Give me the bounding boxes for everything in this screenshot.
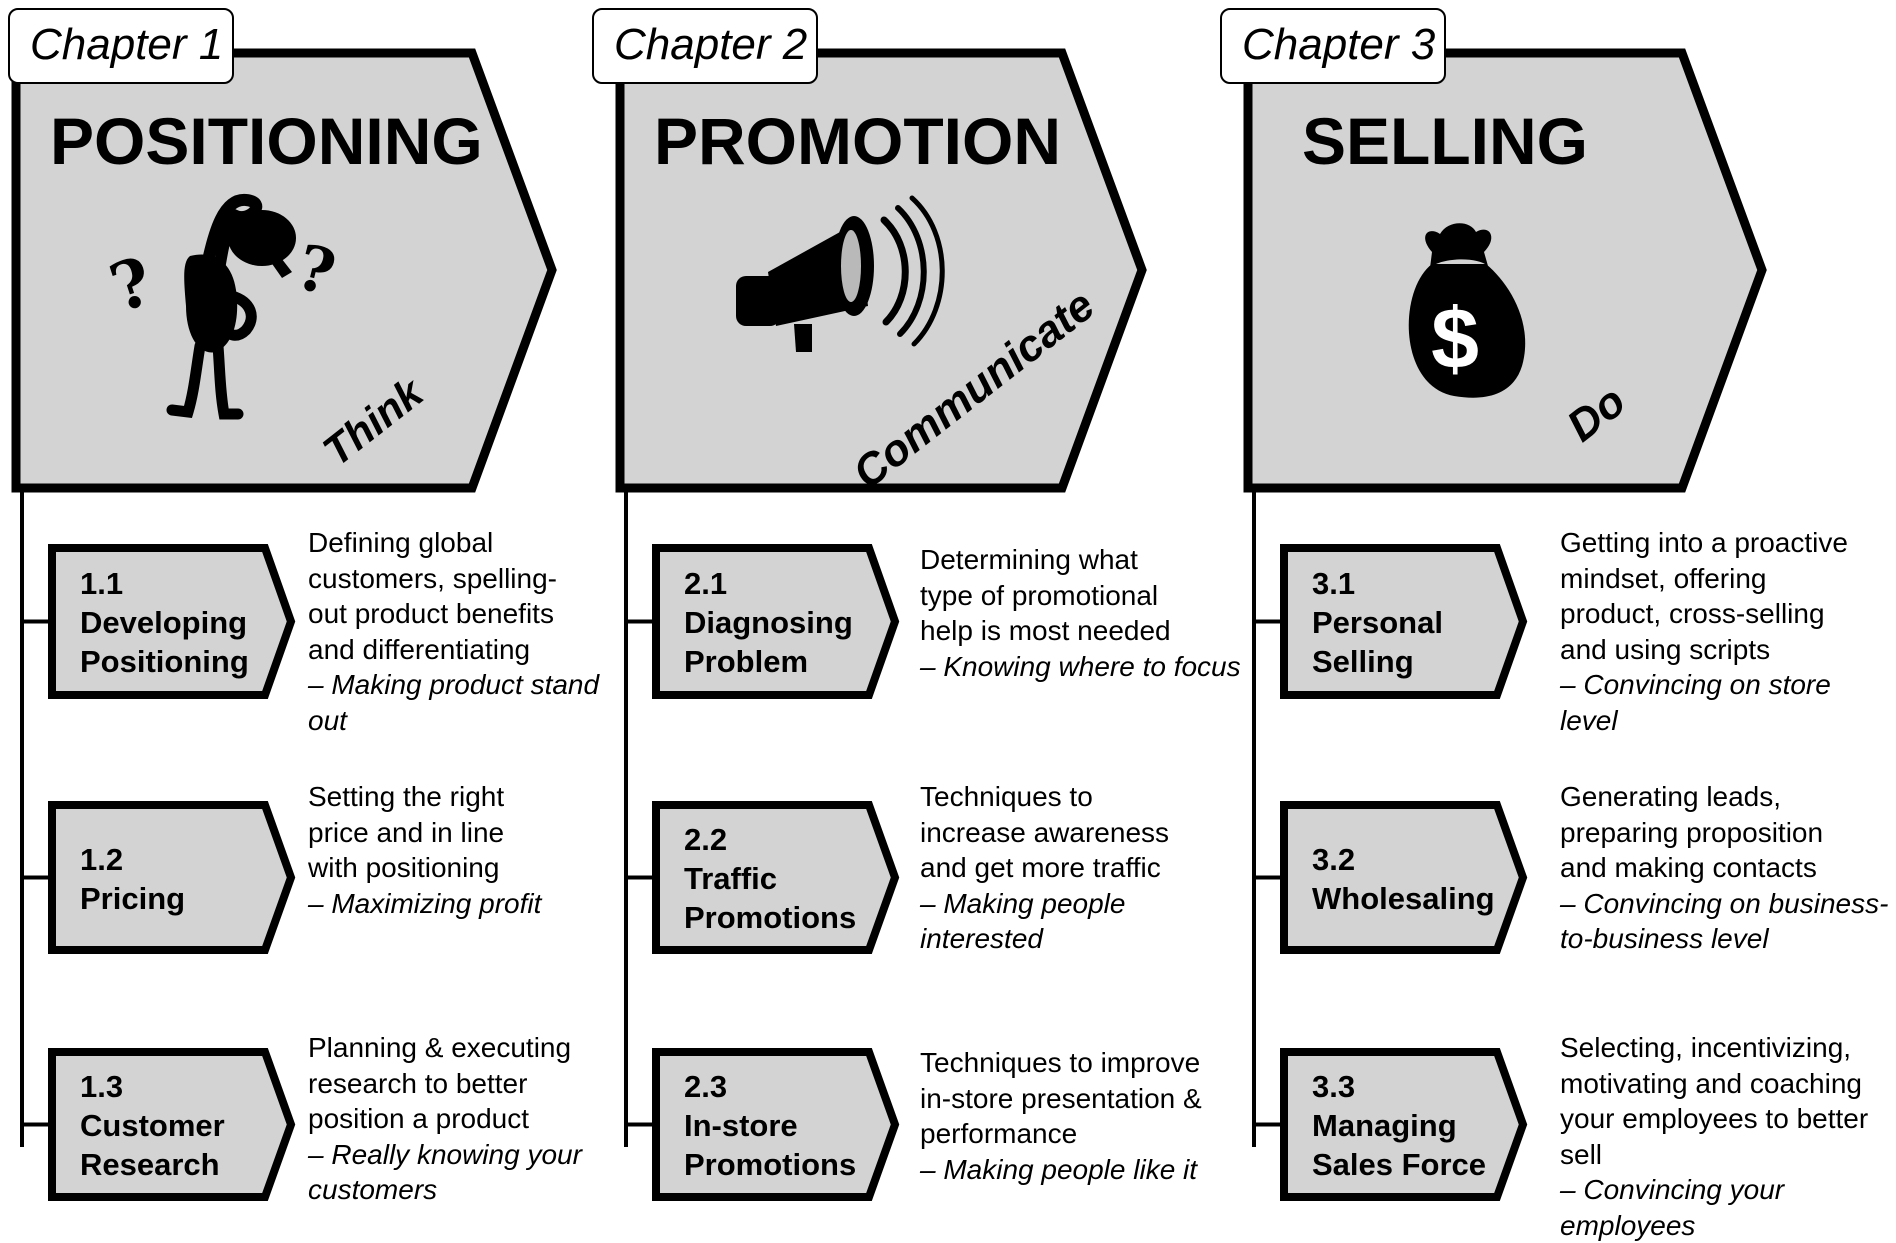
- chapter-3-title: SELLING: [1302, 104, 1589, 178]
- chapter-2-header-shape: [615, 48, 1147, 493]
- section-1.2-shape: [48, 801, 296, 954]
- description-text: Defining global customers, spelling- out…: [308, 527, 557, 665]
- description-text: Planning & executing research to better …: [308, 1032, 572, 1134]
- section-1.3-description: Planning & executing research to better …: [308, 1030, 638, 1208]
- person-head: [228, 210, 296, 266]
- section-number: 1.2: [80, 841, 124, 877]
- section-number: 1.1: [80, 566, 124, 601]
- chapter-3-header-shape: [1243, 48, 1767, 493]
- description-text: Techniques to increase awareness and get…: [920, 781, 1170, 883]
- svg-text:$: $: [1431, 291, 1479, 387]
- section-2.2-description: Techniques to increase awareness and get…: [920, 779, 1250, 957]
- section-2.1-shape: [652, 544, 900, 699]
- section-name-line: Wholesaling: [1312, 880, 1495, 916]
- section-3.2-description: Generating leads, preparing proposition …: [1560, 779, 1890, 957]
- section-number: 2.3: [684, 1069, 728, 1104]
- section-name-line: Positioning: [80, 644, 249, 679]
- section-3.3-shape: [1280, 1048, 1528, 1201]
- section-name-line: Problem: [684, 644, 809, 679]
- chapter-2-title: PROMOTION: [654, 104, 1061, 178]
- description-text: Generating leads, preparing proposition …: [1560, 781, 1824, 883]
- section-3.2-shape: [1280, 801, 1528, 954]
- section-1.3-shape: [48, 1048, 296, 1201]
- section-1.1-shape: [48, 544, 296, 699]
- chapter-2-tab: Chapter 2: [592, 8, 818, 84]
- section-2.2-shape: [652, 801, 900, 954]
- section-3.1-shape: [1280, 544, 1528, 699]
- description-note: – Making people interested: [920, 887, 1126, 955]
- section-name-line: Developing: [80, 605, 248, 640]
- bag-body: [1408, 264, 1526, 398]
- description-note: – Making product stand out: [308, 669, 600, 736]
- section-number: 2.2: [684, 822, 728, 857]
- chapter-3-tab: Chapter 3: [1220, 8, 1446, 84]
- section-2.3-description: Techniques to improve in-store presentat…: [920, 1045, 1250, 1187]
- money-bag-icon: $: [1408, 223, 1526, 398]
- description-text: Getting into a proactive mindset, offeri…: [1560, 527, 1848, 665]
- description-text: Setting the right price and in line with…: [308, 781, 505, 883]
- section-1.1-description: Defining global customers, spelling- out…: [308, 525, 638, 738]
- section-2.3-shape: [652, 1048, 900, 1201]
- section-name-line: Sales Force: [1312, 1147, 1487, 1182]
- section-name-line: Managing: [1312, 1108, 1457, 1143]
- section-number: 1.3: [80, 1069, 124, 1104]
- section-3.1-description: Getting into a proactive mindset, offeri…: [1560, 525, 1890, 738]
- chapter-1-tab: Chapter 1: [8, 8, 234, 84]
- description-note: – Convincing on store level: [1560, 669, 1831, 736]
- description-note: – Convincing your employees: [1560, 1174, 1785, 1241]
- section-name-line: Promotions: [684, 900, 857, 935]
- section-number: 3.2: [1312, 841, 1356, 877]
- section-name-line: Promotions: [684, 1147, 857, 1182]
- section-name-line: Research: [80, 1147, 220, 1182]
- description-text: Determining what type of promotional hel…: [920, 544, 1171, 646]
- description-note: – Making people like it: [920, 1153, 1198, 1185]
- description-text: Techniques to improve in-store presentat…: [920, 1047, 1202, 1149]
- section-1.2-description: Setting the right price and in line with…: [308, 779, 638, 921]
- section-number: 3.1: [1312, 566, 1356, 601]
- section-2.1-description: Determining what type of promotional hel…: [920, 542, 1250, 684]
- description-text: Selecting, incentivizing, motivating and…: [1560, 1032, 1869, 1170]
- section-3.3-description: Selecting, incentivizing, motivating and…: [1560, 1030, 1890, 1243]
- section-name-line: Pricing: [80, 880, 186, 916]
- section-number: 3.3: [1312, 1069, 1356, 1104]
- section-name-line: Diagnosing: [684, 605, 853, 640]
- section-name-line: Customer: [80, 1108, 225, 1143]
- section-name-line: In-store: [684, 1108, 798, 1143]
- description-note: – Maximizing profit: [308, 887, 542, 919]
- description-note: – Really knowing your customers: [308, 1138, 582, 1206]
- chapter-1-title: POSITIONING: [50, 104, 483, 178]
- section-number: 2.1: [684, 566, 728, 601]
- description-note: – Knowing where to focus: [920, 650, 1241, 682]
- section-name-line: Personal: [1312, 605, 1443, 640]
- section-name-line: Selling: [1312, 644, 1414, 679]
- megaphone-icon: [736, 195, 945, 352]
- section-name-line: Traffic: [684, 861, 778, 896]
- description-note: – Convincing on business-to-business lev…: [1560, 887, 1889, 955]
